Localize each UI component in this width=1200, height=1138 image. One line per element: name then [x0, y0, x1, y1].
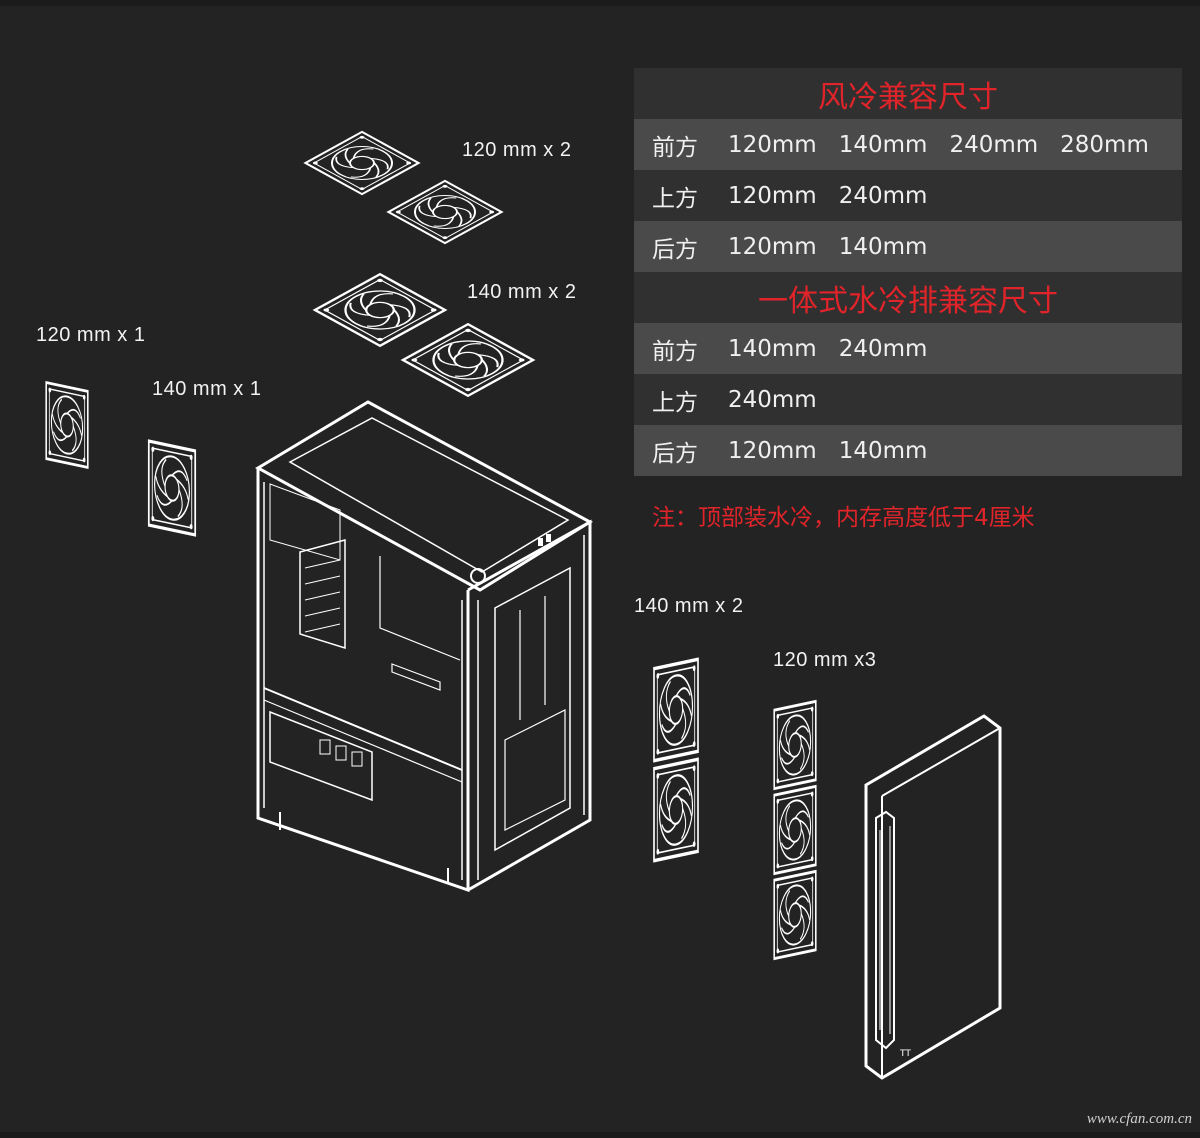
- pc-case: [254, 400, 593, 893]
- row-position: 上方: [652, 389, 698, 416]
- water-row-top: 上方 240mm: [634, 374, 1182, 425]
- label-rear-120: 120 mm x 1: [36, 324, 146, 346]
- front-panel: TT: [864, 714, 1002, 1080]
- air-row-top: 上方 120mm 240mm: [634, 170, 1182, 221]
- fan-top-120-b: [388, 181, 501, 243]
- row-value: 140mm: [728, 335, 817, 362]
- row-value: 120mm: [728, 182, 817, 209]
- fan-front-120-c: [772, 869, 818, 961]
- label-front-120: 120 mm x3: [773, 649, 877, 671]
- top-edge: [0, 0, 1200, 6]
- fan-rear-140: [147, 439, 197, 537]
- fan-top-120-a: [305, 132, 418, 194]
- row-value: 140mm: [838, 131, 928, 158]
- label-front-140: 140 mm x 2: [634, 595, 744, 617]
- row-position: 前方: [652, 338, 698, 365]
- row-value: 240mm: [728, 386, 817, 413]
- row-value: 120mm: [728, 233, 817, 260]
- air-row-front: 前方 120mm 140mm 240mm 280mm: [634, 119, 1182, 170]
- row-position: 上方: [652, 185, 698, 212]
- row-position: 后方: [652, 440, 698, 467]
- bottom-edge: [0, 1132, 1200, 1138]
- row-value: 240mm: [838, 335, 928, 362]
- row-value: 240mm: [949, 131, 1039, 158]
- watermark: www.cfan.com.cn: [1086, 1111, 1192, 1127]
- row-value: 120mm: [728, 131, 817, 158]
- memory-height-note: 注：顶部装水冷，内存高度低于4厘米: [652, 505, 1035, 531]
- svg-text:TT: TT: [899, 1049, 911, 1059]
- water-row-rear: 后方 120mm 140mm: [634, 425, 1182, 476]
- fan-top-140-a: [315, 274, 445, 346]
- fan-front-140-b: [652, 757, 700, 863]
- label-top-140: 140 mm x 2: [467, 281, 577, 303]
- fan-front-120-b: [772, 784, 818, 876]
- label-top-120: 120 mm x 2: [462, 139, 572, 161]
- compatibility-table: 风冷兼容尺寸 前方 120mm 140mm 240mm 280mm 上方 120…: [634, 68, 1182, 476]
- fan-front-120-a: [772, 699, 818, 791]
- fan-front-140-a: [652, 657, 700, 763]
- water-cooling-title: 一体式水冷排兼容尺寸: [634, 272, 1182, 323]
- fan-top-140-b: [403, 324, 533, 396]
- row-value: 140mm: [838, 437, 928, 464]
- label-rear-140: 140 mm x 1: [152, 378, 262, 400]
- row-value: 240mm: [838, 182, 928, 209]
- row-position: 前方: [652, 134, 698, 161]
- row-position: 后方: [652, 236, 698, 263]
- water-row-front: 前方 140mm 240mm: [634, 323, 1182, 374]
- row-value: 280mm: [1060, 131, 1149, 158]
- air-cooling-title: 风冷兼容尺寸: [634, 68, 1182, 119]
- air-row-rear: 后方 120mm 140mm: [634, 221, 1182, 272]
- row-value: 120mm: [728, 437, 817, 464]
- fan-rear-120: [44, 381, 90, 469]
- row-value: 140mm: [838, 233, 928, 260]
